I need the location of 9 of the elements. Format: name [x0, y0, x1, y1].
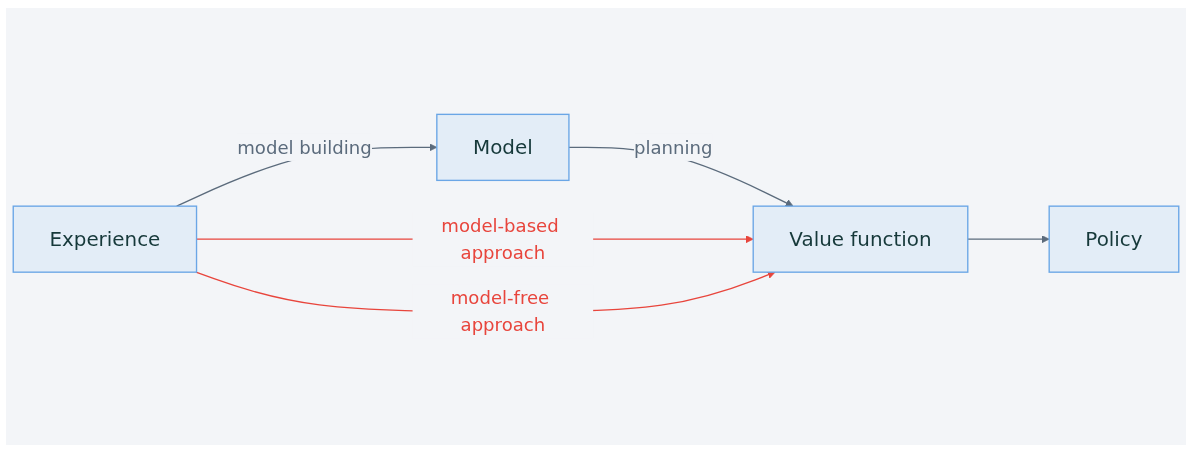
node-box: Value function: [752, 205, 969, 273]
edge-label: planning: [634, 136, 713, 159]
arrow: [967, 235, 1050, 244]
edge-label: model-free approach: [450, 287, 550, 336]
node-box: Experience: [12, 205, 198, 273]
edge-label: model building: [237, 136, 372, 159]
node-box: Policy: [1048, 205, 1180, 273]
node-box: Model: [436, 113, 570, 182]
edge-label: model-based approach: [441, 214, 559, 264]
